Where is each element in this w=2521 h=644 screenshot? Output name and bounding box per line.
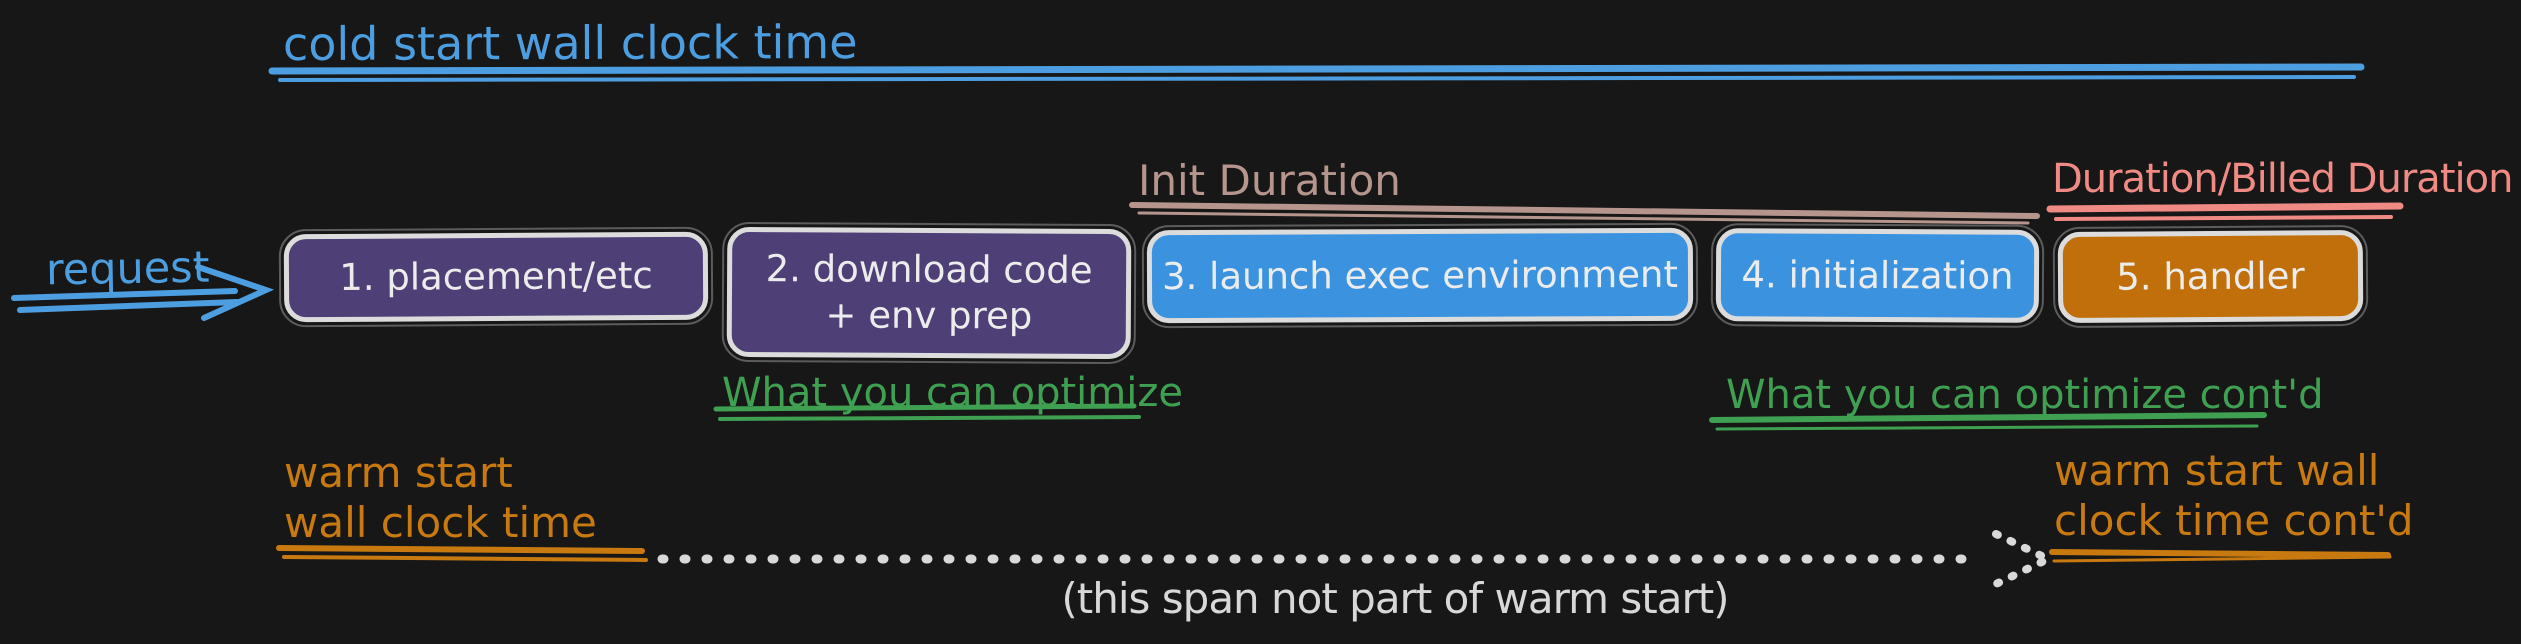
step-launch-exec-environment-label: 3. launch exec environment: [1161, 252, 1679, 298]
warm-start-underline: [276, 545, 648, 562]
warm-start-contd-label: warm start wall clock time cont'd: [2054, 446, 2414, 546]
cold-start-label: cold start wall clock time: [282, 14, 858, 72]
warm-start-contd-label-line1: warm start wall: [2054, 446, 2380, 495]
optimize-underline: [713, 403, 1141, 421]
warm-start-contd-underline: [2049, 549, 2392, 563]
step-handler: 5. handler: [2052, 224, 2369, 329]
step-download-code-label-line1: 2. download code: [765, 247, 1093, 292]
step-launch-exec-environment: 3. launch exec environment: [1141, 222, 1699, 329]
cold-start-underline: [268, 63, 2365, 82]
warm-start-label: warm start wall clock time: [284, 448, 597, 548]
step-placement-label: 1. placement/etc: [339, 254, 653, 299]
step-initialization-label: 4. initialization: [1741, 252, 2014, 298]
optimize-label: What you can optimize: [722, 370, 1183, 416]
billed-duration-label: Duration/Billed Duration: [2052, 156, 2513, 202]
step-download-code-label-line2: + env prep: [825, 293, 1033, 338]
warm-start-dotted-connector: [657, 530, 2058, 588]
init-duration-underline: [1129, 202, 2040, 225]
step-placement: 1. placement/etc: [278, 226, 714, 328]
step-download-code: 2. download code + env prep: [721, 221, 1137, 365]
warm-start-contd-label-line2: clock time cont'd: [2054, 496, 2414, 545]
billed-duration-underline: [2046, 202, 2404, 221]
step-handler-label: 5. handler: [2116, 253, 2305, 299]
optimize-contd-label: What you can optimize cont'd: [1726, 372, 2324, 418]
warm-start-label-line2: wall clock time: [284, 498, 597, 547]
span-note-label: (this span not part of warm start): [1061, 574, 1729, 623]
warm-start-label-line1: warm start: [284, 448, 513, 497]
step-initialization: 4. initialization: [1710, 223, 2045, 328]
request-label: request: [45, 242, 210, 296]
init-duration-label: Init Duration: [1138, 156, 1401, 205]
optimize-contd-underline: [1709, 412, 2267, 431]
request-arrow: [11, 264, 275, 321]
